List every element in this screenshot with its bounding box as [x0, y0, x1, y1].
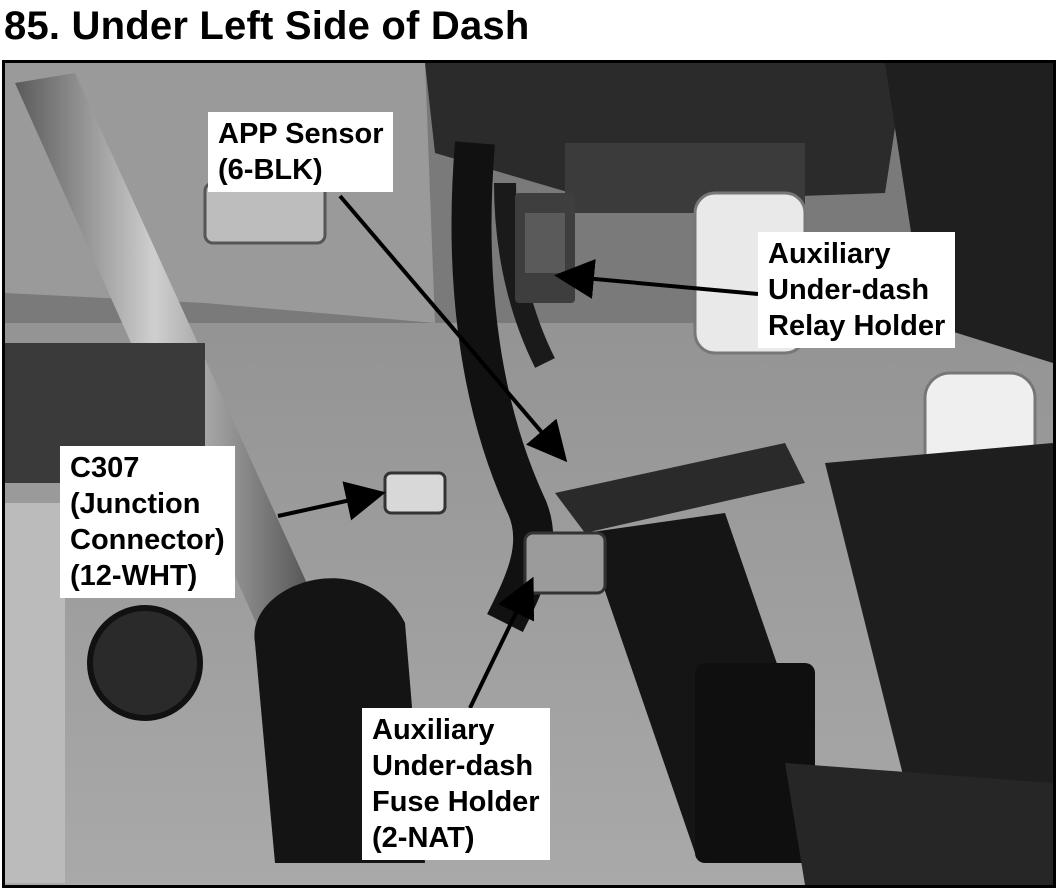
callout-line: Fuse Holder — [372, 786, 540, 818]
page-title: 85. Under Left Side of Dash — [4, 4, 530, 48]
callout-line: APP Sensor — [218, 118, 384, 150]
callout-fuse-holder: Auxiliary Under-dash Fuse Holder (2-NAT) — [362, 708, 550, 860]
callout-line: Relay Holder — [768, 310, 946, 342]
callout-line: Connector) — [70, 524, 225, 556]
callout-line: (12-WHT) — [70, 560, 198, 592]
callout-line: (6-BLK) — [218, 154, 323, 186]
callout-line: Auxiliary — [372, 714, 495, 746]
callout-app-sensor: APP Sensor (6-BLK) — [208, 112, 394, 192]
callout-line: C307 — [70, 452, 140, 484]
callout-line: Auxiliary — [768, 238, 891, 270]
callout-relay-holder: Auxiliary Under-dash Relay Holder — [758, 232, 956, 348]
callout-line: (2-NAT) — [372, 822, 475, 854]
callout-line: Under-dash — [768, 274, 930, 306]
callout-line: Under-dash — [372, 750, 534, 782]
callout-junction-connector: C307 (Junction Connector) (12-WHT) — [60, 446, 235, 598]
callout-line: (Junction — [70, 488, 201, 520]
